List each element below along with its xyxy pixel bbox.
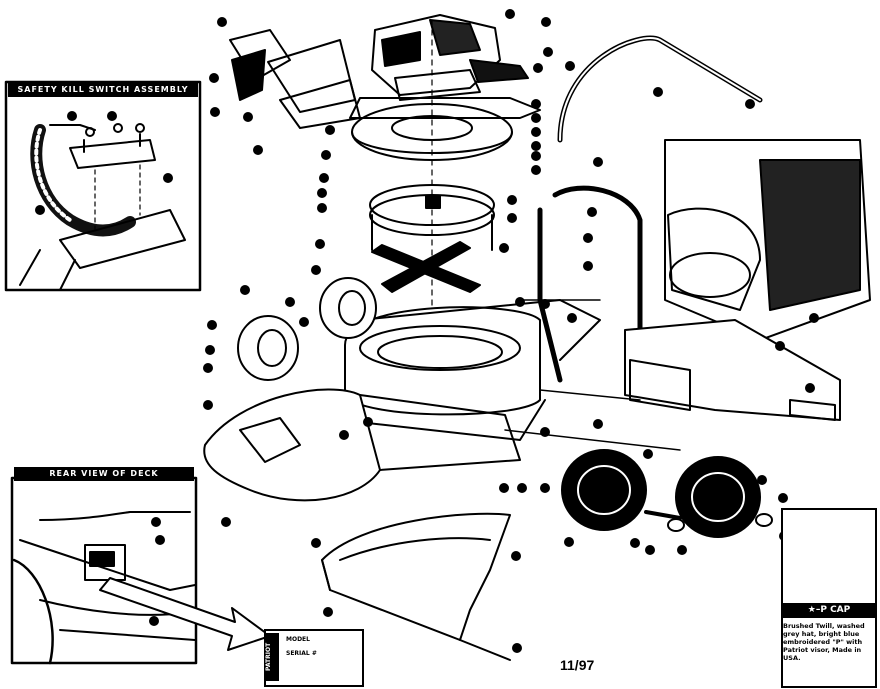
- mower-deck: [339, 299, 601, 441]
- axle-rods: [504, 299, 681, 451]
- kill-switch-assembly-drawing: [19, 123, 186, 291]
- rear-view-inset-frame: [10, 476, 198, 665]
- grass-catcher-bag: [664, 139, 871, 341]
- bottom-tray: [321, 512, 511, 661]
- side-chute-parts: [229, 29, 361, 129]
- cap-title: ★–P CAP: [781, 603, 877, 618]
- engine-assembly: [371, 14, 529, 101]
- rear-view-inset-title: REAR VIEW OF DECK: [14, 467, 194, 481]
- model-label-card: [264, 629, 364, 687]
- front-wheels: [237, 277, 377, 381]
- kill-switch-inset-frame: [4, 80, 202, 292]
- model-label-line1: MODEL: [286, 636, 310, 643]
- model-label-line2: SERIAL #: [286, 650, 317, 657]
- cap-offer-box: [781, 508, 877, 688]
- impeller-blade: [371, 241, 481, 293]
- handle-frame-inner: [559, 37, 761, 141]
- rear-wheels: [561, 449, 773, 538]
- date-code: 11/97: [560, 657, 595, 673]
- front-cover: [203, 388, 521, 502]
- kill-switch-inset-title: SAFETY KILL SWITCH ASSEMBLY: [8, 83, 198, 97]
- blower-housing: [349, 97, 541, 161]
- discharge-chute: [624, 319, 841, 421]
- part-callout-markers: [35, 9, 819, 653]
- rear-deck-drawing: [12, 511, 196, 665]
- rear-view-pointer-arrow: [99, 577, 271, 651]
- cap-description: Brushed Twill, washed grey hat, bright b…: [783, 622, 865, 662]
- model-label-brand: PATRIOT: [265, 633, 279, 681]
